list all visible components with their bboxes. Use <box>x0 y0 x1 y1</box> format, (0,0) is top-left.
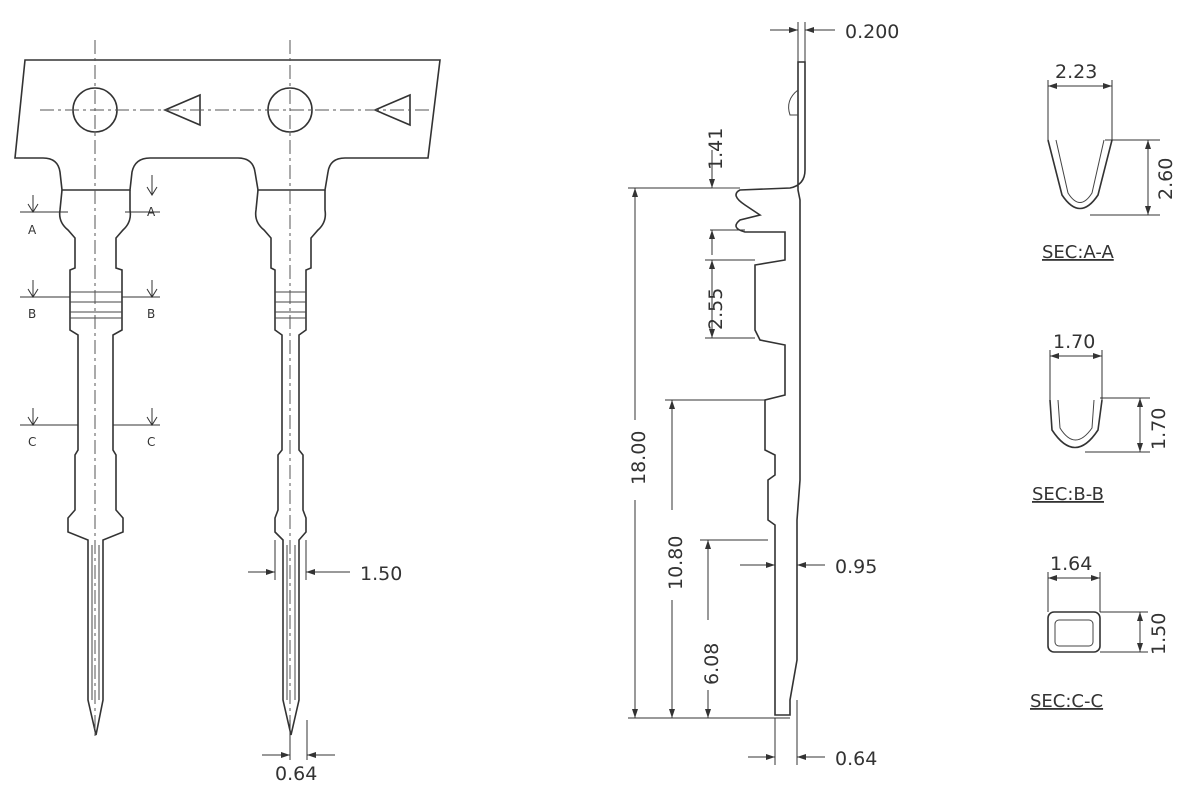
dim-2-55: 2.55 <box>705 288 727 330</box>
section-a-a: 2.23 2.60 SEC:A-A <box>1042 61 1177 263</box>
sec-c-width: 1.64 <box>1050 553 1092 575</box>
marker-b-right: B <box>147 307 155 321</box>
sec-c-title: SEC:C-C <box>1030 691 1103 712</box>
sec-a-title: SEC:A-A <box>1042 242 1114 263</box>
dim-10-80: 10.80 <box>665 536 687 590</box>
sec-c-height: 1.50 <box>1148 613 1170 655</box>
section-c-c: 1.64 1.50 SEC:C-C <box>1030 553 1170 712</box>
dim-thickness: 0.200 <box>845 21 899 43</box>
marker-c-left: C <box>28 435 36 449</box>
sec-a-height: 2.60 <box>1155 158 1177 200</box>
carrier-strip <box>14 59 441 191</box>
section-b-b: 1.70 1.70 SEC:B-B <box>1032 331 1170 505</box>
dim-side-pin: 0.64 <box>835 748 877 770</box>
dim-18-00: 18.00 <box>628 431 650 485</box>
dim-0-95: 0.95 <box>835 556 877 578</box>
section-markers: A A B B C C <box>20 175 160 449</box>
terminal-right <box>254 40 327 740</box>
marker-b-left: B <box>28 307 36 321</box>
sec-b-width: 1.70 <box>1053 331 1095 353</box>
side-profile <box>735 61 806 716</box>
dim-width-label: 1.50 <box>360 563 402 585</box>
side-view: 0.200 1.41 2.55 18.00 10.80 6.08 0.95 <box>628 21 899 770</box>
marker-a-right: A <box>147 205 156 219</box>
dim-6-08: 6.08 <box>701 643 723 685</box>
terminal-left <box>58 40 132 740</box>
front-view: A A B B C C 1.50 0.64 <box>14 40 441 785</box>
sec-b-height: 1.70 <box>1148 408 1170 450</box>
dim-pin-label: 0.64 <box>275 763 317 785</box>
marker-a-left: A <box>28 223 37 237</box>
sec-b-title: SEC:B-B <box>1032 484 1104 505</box>
marker-c-right: C <box>147 435 155 449</box>
dim-1-41: 1.41 <box>705 128 727 170</box>
sec-a-width: 2.23 <box>1055 61 1097 83</box>
